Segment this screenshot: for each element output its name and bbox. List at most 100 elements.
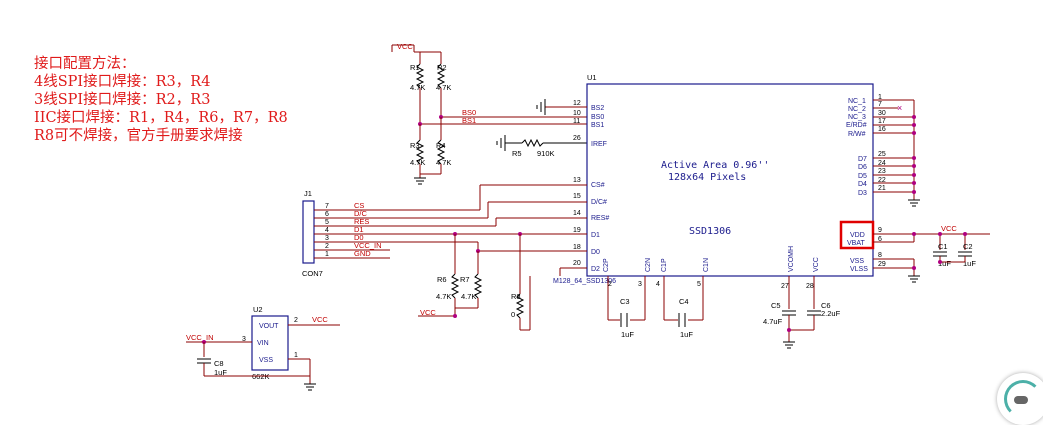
svg-text:C1N: C1N xyxy=(703,258,710,272)
ground-symbol-top xyxy=(414,177,426,185)
u1-active-area: Active Area 0.96'' xyxy=(661,160,769,171)
svg-text:4.7K: 4.7K xyxy=(410,158,425,167)
svg-text:U2: U2 xyxy=(253,305,263,314)
svg-text:RES#: RES# xyxy=(591,215,609,222)
svg-text:4: 4 xyxy=(656,281,660,288)
svg-text:24: 24 xyxy=(878,160,886,167)
svg-text:23: 23 xyxy=(878,168,886,175)
svg-text:D0: D0 xyxy=(591,249,600,256)
svg-text:29: 29 xyxy=(878,261,886,268)
svg-text:3: 3 xyxy=(242,336,246,343)
svg-text:CS#: CS# xyxy=(591,182,605,189)
svg-text:R6: R6 xyxy=(437,275,447,284)
u2-vin-net: VCC_IN xyxy=(186,333,214,342)
svg-text:R2: R2 xyxy=(437,63,447,72)
svg-text:9: 9 xyxy=(878,227,882,234)
svg-text:C1: C1 xyxy=(938,242,948,251)
svg-text:VSS: VSS xyxy=(850,258,864,265)
svg-text:3: 3 xyxy=(638,281,642,288)
u1-ssd1306: U1 Active Area 0.96'' 128x64 Pixels SSD1… xyxy=(553,73,886,290)
svg-text:1uF: 1uF xyxy=(938,259,951,268)
capacitor-c6: C6 2.2uF xyxy=(807,301,841,318)
svg-text:R1: R1 xyxy=(410,63,420,72)
svg-text:2: 2 xyxy=(325,243,329,250)
ground-symbol-bs2 xyxy=(536,99,546,115)
svg-text:12: 12 xyxy=(573,100,581,107)
ground-symbol-bottom xyxy=(783,341,795,349)
svg-text:D2: D2 xyxy=(591,266,600,273)
svg-text:28: 28 xyxy=(806,283,814,290)
assistant-dot-icon xyxy=(1014,396,1028,404)
svg-text:11: 11 xyxy=(573,118,580,125)
svg-text:VLSS: VLSS xyxy=(850,266,868,273)
svg-text:D1: D1 xyxy=(591,232,600,239)
vcc-net-label-right: VCC xyxy=(941,224,957,233)
svg-text:910K: 910K xyxy=(537,149,555,158)
svg-text:6: 6 xyxy=(878,236,882,243)
svg-text:D5: D5 xyxy=(858,173,867,180)
svg-text:1uF: 1uF xyxy=(680,330,693,339)
svg-text:BS2: BS2 xyxy=(591,105,604,112)
vcc-net-label-top: VCC xyxy=(397,42,413,51)
vcc-net-label-r6r7: VCC xyxy=(420,308,436,317)
svg-text:4.7K: 4.7K xyxy=(461,292,476,301)
note-r8: R8可不焊接，官方手册要求焊接 xyxy=(34,128,243,144)
u2-vout-net: VCC xyxy=(312,315,328,324)
svg-text:NC_3: NC_3 xyxy=(848,114,866,121)
svg-text:6: 6 xyxy=(325,211,329,218)
svg-text:C4: C4 xyxy=(679,297,689,306)
u1-part-number: M128_64_SSD1306 xyxy=(553,278,616,285)
svg-text:R3: R3 xyxy=(410,141,420,150)
svg-text:4.7uF: 4.7uF xyxy=(763,317,783,326)
svg-text:D6: D6 xyxy=(858,164,867,171)
svg-text:4.7K: 4.7K xyxy=(410,83,425,92)
svg-text:2: 2 xyxy=(294,317,298,324)
svg-text:C2P: C2P xyxy=(603,258,610,272)
svg-text:D3: D3 xyxy=(858,190,867,197)
svg-text:R5: R5 xyxy=(512,149,522,158)
capacitor-c4: C4 1uF xyxy=(678,297,693,339)
svg-text:4.7K: 4.7K xyxy=(436,83,451,92)
ground-symbol-u2 xyxy=(304,383,316,391)
svg-text:1uF: 1uF xyxy=(621,330,634,339)
svg-text:4: 4 xyxy=(325,227,329,234)
svg-text:VSS: VSS xyxy=(259,357,273,364)
svg-text:VCOMH: VCOMH xyxy=(788,246,795,272)
svg-text:C2: C2 xyxy=(963,242,973,251)
svg-text:8: 8 xyxy=(878,252,882,259)
capacitor-c8: C8 1uF xyxy=(197,358,227,377)
svg-text:22: 22 xyxy=(878,177,886,184)
note-3wire-spi: 3线SPI接口焊接：R2，R3 xyxy=(34,92,211,108)
svg-text:C5: C5 xyxy=(771,301,781,310)
svg-text:15: 15 xyxy=(573,193,581,200)
svg-text:NC_1: NC_1 xyxy=(848,98,866,105)
u1-right-wiring: × VCC C1 1uF xyxy=(873,99,990,283)
note-4wire-spi: 4线SPI接口焊接：R3，R4 xyxy=(34,74,211,90)
u2-regulator: U2 VOUT VIN VSS 662K 2 3 1 VCC VCC_IN C8… xyxy=(186,305,340,391)
resistor-r2: R2 4.7K xyxy=(436,63,451,92)
resistor-r1: R1 4.7K xyxy=(410,63,425,92)
u1-left-pins: 12 BS2 10 BS0 11 BS1 26 IREF 13 CS# 15 D… xyxy=(562,100,609,273)
j1-connector: J1 CON7 7 6 5 4 3 2 1 CS D/C RES D1 D0 V… xyxy=(302,184,587,278)
svg-text:1: 1 xyxy=(325,251,329,258)
note-iic: IIC接口焊接：R1，R4，R6，R7，R8 xyxy=(34,110,288,126)
svg-text:C3: C3 xyxy=(620,297,630,306)
svg-text:26: 26 xyxy=(573,135,581,142)
resistor-r7: R7 4.7K xyxy=(460,273,483,301)
svg-text:VCC: VCC xyxy=(813,257,820,272)
vdd-vbat-highlight xyxy=(839,220,875,250)
svg-text:CS: CS xyxy=(354,201,364,210)
resistor-r6: R6 4.7K xyxy=(436,273,460,301)
svg-text:BS0: BS0 xyxy=(591,114,604,121)
svg-text:21: 21 xyxy=(878,185,886,192)
svg-text:R4: R4 xyxy=(436,141,446,150)
u1-bottom-pins: C2P 2 C2N 3 C1P 4 C1N 5 VCOMH 27 VCC 28 xyxy=(603,246,820,290)
u1-right-pins: NC_1 1 NC_2 7 NC_3 30 E/RD# 17 R/W# 16 D… xyxy=(846,94,886,273)
svg-text:5: 5 xyxy=(697,281,701,288)
capacitor-c5: C5 4.7uF xyxy=(763,301,796,326)
u1-ref: U1 xyxy=(587,73,597,82)
spinner-icon xyxy=(1004,380,1042,418)
svg-text:VIN: VIN xyxy=(257,340,269,347)
capacitor-c3: C3 1uF xyxy=(620,297,634,339)
svg-text:2.2uF: 2.2uF xyxy=(821,309,841,318)
